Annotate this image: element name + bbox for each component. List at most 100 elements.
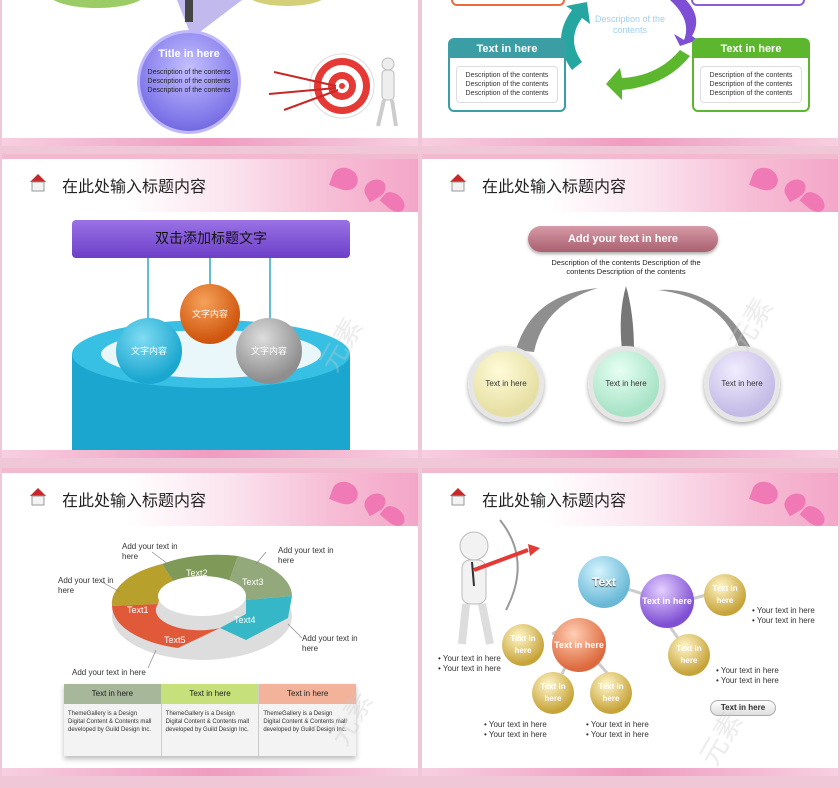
right-box-title: Text in here — [694, 40, 808, 58]
bullet-4: • Your text in here — [716, 676, 779, 685]
pill-title: Add your text in here — [528, 226, 718, 252]
slide-1-graphics — [53, 0, 322, 38]
bullets-bottom-right: • Your text in here • Your text in here — [586, 720, 649, 740]
bullets-right-mid: • Your text in here • Your text in here — [716, 666, 779, 686]
house-icon — [450, 488, 466, 506]
slide-1-bottom-bar — [2, 138, 418, 146]
ball-green: Text in here — [588, 346, 664, 422]
table-col-2-line-1: ThemeGallery is a Design — [165, 711, 235, 717]
slide-4-title: 在此处输入标题内容 — [482, 177, 627, 196]
ball-gray: 文字内容 — [236, 318, 302, 384]
house-icon — [450, 174, 466, 192]
slide-2-bottom-bar — [422, 138, 838, 146]
right-desc-2: Description of the contents — [709, 81, 793, 88]
ball-gold-5: Text in here — [590, 672, 632, 714]
ball-gold-2: Text in here — [502, 624, 544, 666]
slide-3[interactable]: 在此处输入标题内容 双击添加标题文字 文字内容 文字内容 文字内容 元素 — [2, 154, 418, 458]
bullets-right-top: • Your text in here • Your text in here — [752, 606, 815, 626]
cycle-arrows — [451, 0, 805, 100]
target-icon — [268, 53, 398, 127]
table-col-1-line-1: ThemeGallery is a Design — [68, 711, 138, 717]
circle-desc-3: Description of the contents — [147, 86, 231, 94]
table-col-1-body: ThemeGallery is a Design Digital Content… — [64, 704, 161, 740]
left-box-body: Description of the contents Description … — [456, 66, 558, 103]
bullets-left: • Your text in here • Your text in here — [438, 654, 501, 674]
house-icon — [30, 488, 46, 506]
slide-4[interactable]: 在此处输入标题内容 Add your text in here Descript… — [422, 154, 838, 458]
table-col-3-line-2: Digital Content & Contents mall — [263, 719, 347, 725]
slide-5[interactable]: 在此处输入标题内容 Text1 Text2 Text3 Text4 Text5 … — [2, 468, 418, 776]
bullet-3: • Your text in here — [716, 666, 779, 675]
table-col-3-line-1: ThemeGallery is a Design — [263, 711, 333, 717]
bullets-bottom-left: • Your text in here • Your text in here — [484, 720, 547, 740]
left-box-title: Text in here — [450, 40, 564, 58]
left-box: Text in here Description of the contents… — [448, 38, 566, 112]
right-box: Text in here Description of the contents… — [692, 38, 810, 112]
slide-6-title: 在此处输入标题内容 — [482, 491, 627, 510]
right-desc-1: Description of the contents — [709, 72, 793, 79]
bullet-5: • Your text in here — [438, 654, 501, 663]
table-col-1: Text in here ThemeGallery is a Design Di… — [64, 684, 162, 756]
circle-title: Title in here — [158, 47, 220, 60]
right-box-body: Description of the contents Description … — [700, 66, 802, 103]
circle-desc-1: Description of the contents — [147, 68, 231, 76]
donut-chart — [101, 551, 303, 669]
ball-gold-4: Text in here — [532, 672, 574, 714]
slide-6[interactable]: 在此处输入标题内容 Text Text in here Text in here… — [422, 468, 838, 776]
slide-2[interactable]: Description of the contents Text in here… — [422, 0, 838, 146]
house-icon — [30, 174, 46, 192]
bullet-6: • Your text in here — [438, 664, 501, 673]
ball-gold-3: Text in here — [668, 634, 710, 676]
segment-label-5: Text5 — [164, 635, 186, 645]
segment-label-3: Text3 — [242, 577, 264, 587]
segment-label-1: Text1 — [127, 605, 149, 615]
callout-4: Add your text in here — [302, 634, 358, 653]
slide-3-title: 在此处输入标题内容 — [62, 177, 207, 196]
ball-orange: Text in here — [552, 618, 606, 672]
slide-1[interactable]: Title in here Description of the content… — [2, 0, 418, 146]
circle-desc-2: Description of the contents — [147, 77, 231, 85]
callout-5: Add your text in here — [72, 668, 146, 677]
ball-yellow: Text in here — [468, 346, 544, 422]
ball-orange: 文字内容 — [180, 284, 240, 344]
header-bar: 双击添加标题文字 — [72, 220, 350, 258]
table-col-2-title: Text in here — [161, 684, 259, 704]
bullet-2: • Your text in here — [752, 616, 815, 625]
table-col-2-line-3: developed by Guild Design Inc. — [165, 727, 249, 733]
slide-4-bottom-bar — [422, 450, 838, 458]
right-desc-3: Description of the contents — [709, 90, 793, 97]
bullet-8: • Your text in here — [484, 730, 547, 739]
left-desc-2: Description of the contents — [465, 81, 549, 88]
table-col-3: Text in here ThemeGallery is a Design Di… — [259, 684, 357, 756]
ball-main-text: Text — [578, 556, 630, 608]
table-col-2-line-2: Digital Content & Contents mall — [165, 719, 250, 725]
ball-blue: 文字内容 — [116, 318, 182, 384]
center-desc: Description of the contents — [594, 14, 666, 35]
ball-purple: Text in here — [640, 574, 694, 628]
text-pill: Text in here — [710, 700, 776, 716]
callout-2: Add your text in here — [278, 546, 334, 565]
table-col-2: Text in here ThemeGallery is a Design Di… — [161, 684, 260, 756]
title-circle: Title in here Description of the content… — [137, 30, 241, 134]
ball-lavender: Text in here — [704, 346, 780, 422]
table-col-3-body: ThemeGallery is a Design Digital Content… — [259, 704, 356, 740]
bullet-7: • Your text in here — [484, 720, 547, 729]
table-col-1-line-3: developed by Guild Design Inc. — [68, 727, 152, 733]
table-col-3-title: Text in here — [259, 684, 357, 704]
left-desc-1: Description of the contents — [465, 72, 549, 79]
segment-label-4: Text4 — [234, 615, 256, 625]
segment-label-2: Text2 — [186, 568, 208, 578]
bullet-1: • Your text in here — [752, 606, 815, 615]
callout-3: Add your text in here — [58, 576, 114, 595]
curved-arrows — [516, 286, 752, 352]
table-col-1-line-2: Digital Content & Contents mall — [68, 719, 152, 725]
slide-5-title: 在此处输入标题内容 — [62, 491, 207, 510]
pill-desc: Description of the contents Description … — [551, 258, 701, 276]
table-col-1-title: Text in here — [64, 684, 161, 704]
archer-figure-icon — [458, 519, 540, 645]
feature-table: Text in here ThemeGallery is a Design Di… — [64, 684, 357, 756]
bullet-9: • Your text in here — [586, 720, 649, 729]
ball-gold-1: Text in here — [704, 574, 746, 616]
slide-6-bottom-bar — [422, 768, 838, 776]
callout-1: Add your text in here — [122, 542, 178, 561]
